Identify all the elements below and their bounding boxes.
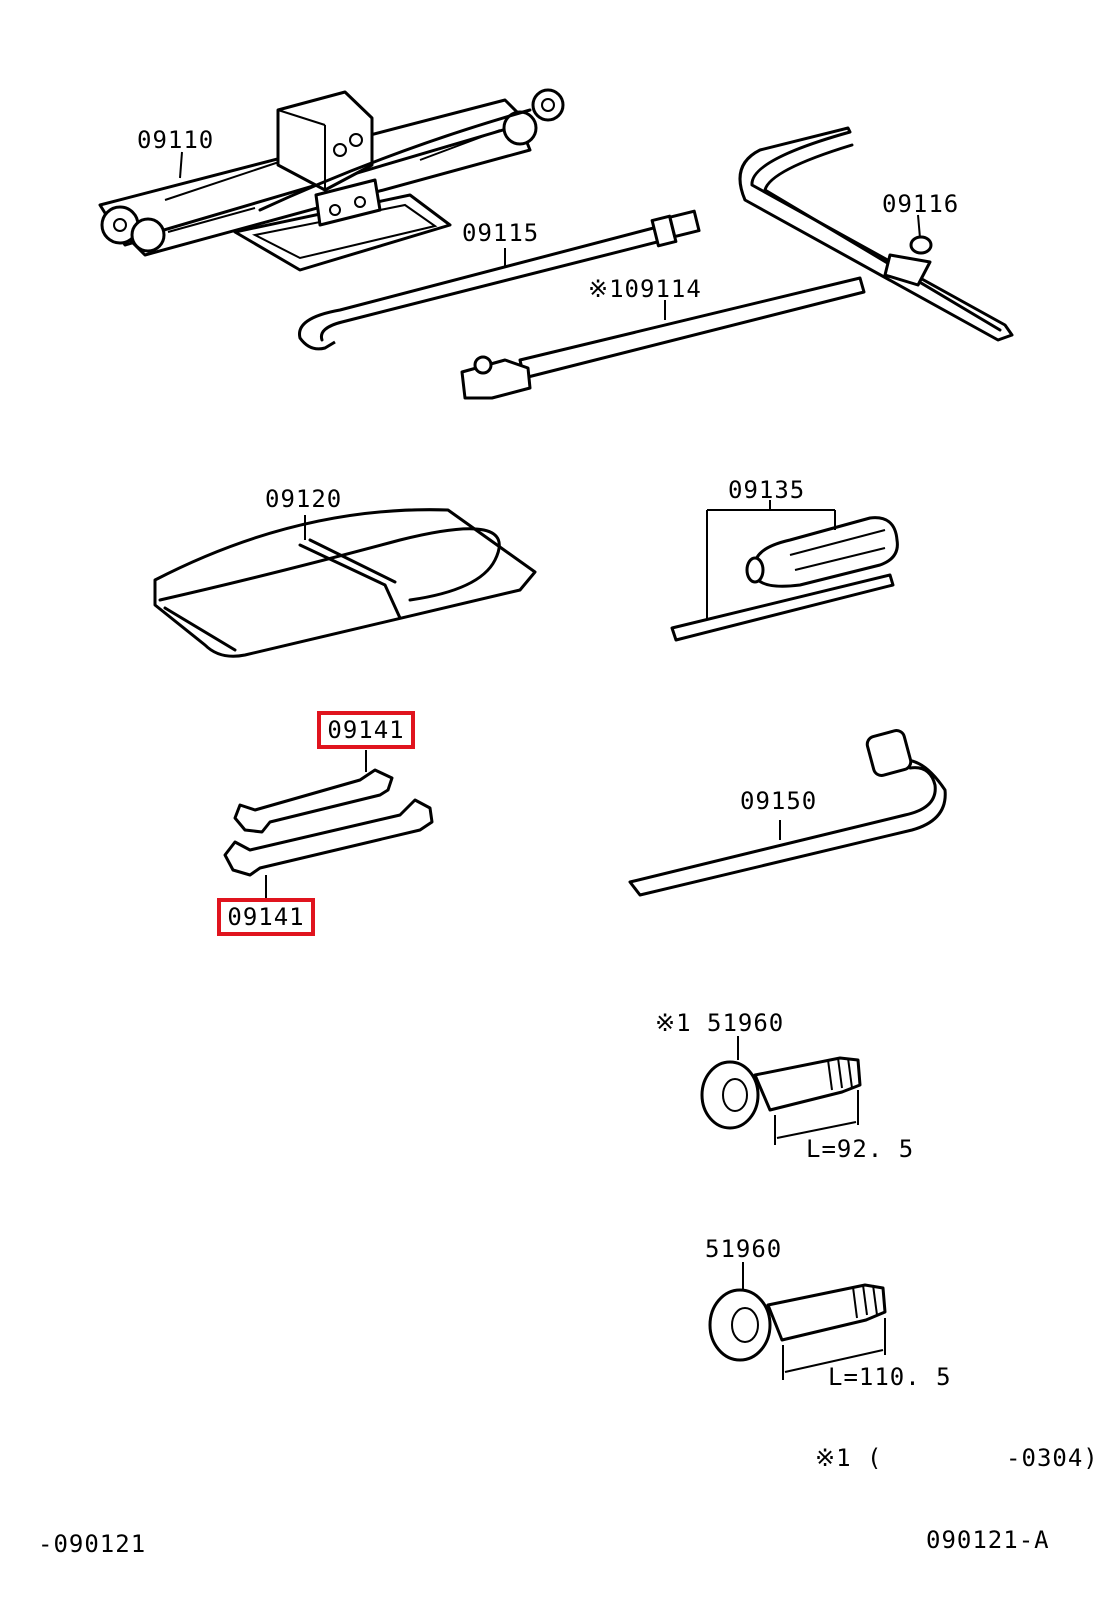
towing-eye-b-drawing: [708, 1283, 887, 1362]
label-handle-lever: 09116: [882, 190, 960, 218]
tool-bag-drawing: [153, 508, 537, 658]
footer-left-code: -090121: [38, 1530, 147, 1558]
label-wrench-top: 09141: [327, 716, 405, 744]
label-towing-eye-a: ※1 51960: [655, 1009, 785, 1037]
label-jack: 09110: [137, 126, 215, 154]
label-eye-b-length: L=110. 5: [828, 1363, 952, 1391]
scissor-jack-drawing: [98, 88, 565, 272]
label-eye-a-length: L=92. 5: [806, 1135, 915, 1163]
highlight-wrench-bottom[interactable]: 09141: [217, 898, 315, 936]
footer-right-code: 090121-A: [926, 1526, 1050, 1554]
label-wheel-nut-wrench: 09150: [740, 787, 818, 815]
label-wrench-bottom: 09141: [227, 903, 305, 931]
label-tool-bag: 09120: [265, 485, 343, 513]
extension-rod-drawing: [460, 276, 866, 400]
label-jack-handle: 09115: [462, 219, 540, 247]
highlight-wrench-top[interactable]: 09141: [317, 711, 415, 749]
wrenches-drawing: [223, 768, 434, 877]
wheel-nut-wrench-drawing: [628, 729, 947, 897]
label-screwdriver: 09135: [728, 476, 806, 504]
jack-handle-drawing: [298, 209, 701, 351]
screwdriver-drawing: [670, 516, 899, 642]
towing-eye-a-drawing: [700, 1056, 862, 1130]
label-towing-eye-b: 51960: [705, 1235, 783, 1263]
label-handle-extension: ※109114: [588, 275, 702, 303]
footnote: ※1 ( -0304): [815, 1444, 1094, 1472]
lever-handle-drawing: [738, 126, 1014, 342]
